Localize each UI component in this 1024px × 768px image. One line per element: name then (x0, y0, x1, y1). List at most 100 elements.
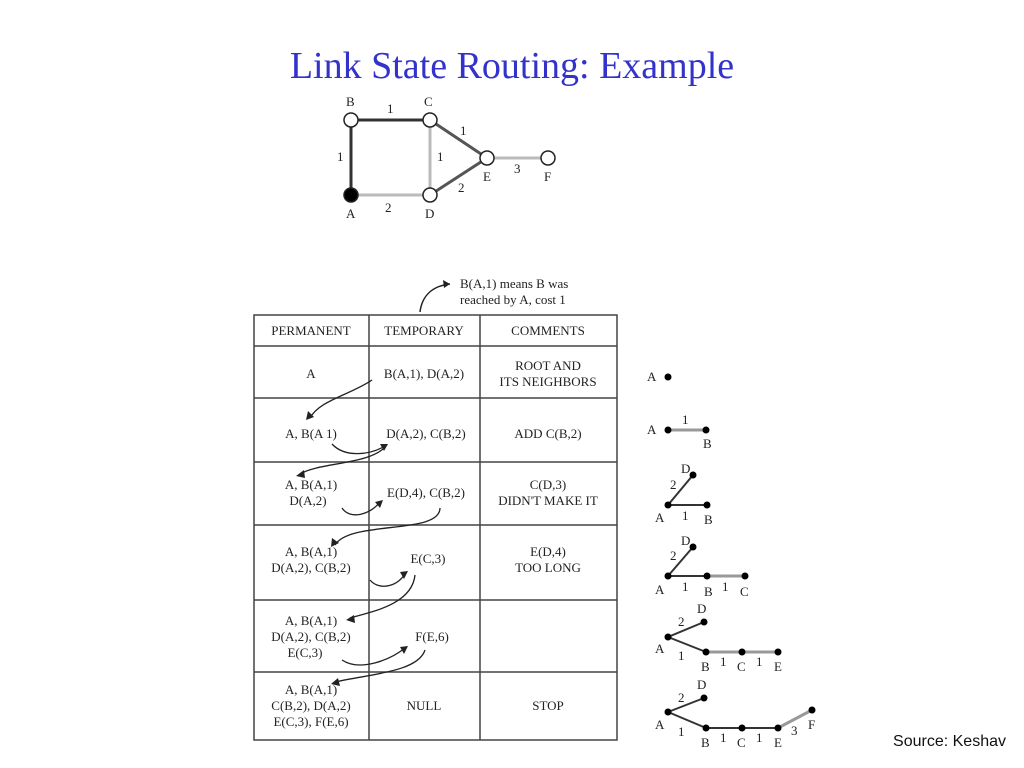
arrow-row5-return (341, 647, 406, 666)
row5-temporary: F(E,6) (415, 629, 449, 644)
edge-cost-a-b: 1 (337, 149, 344, 164)
arrow-c-to-permanent (334, 507, 441, 546)
tree5-cost-2: 2 (678, 614, 685, 629)
row2-permanent: A, B(A 1) (285, 426, 337, 441)
network-labels: B C A D E F 1 1 1 1 2 2 3 (337, 94, 551, 221)
annotation: B(A,1) means B was reached by A, cost 1 (419, 276, 568, 313)
annotation-line-1: B(A,1) means B was (460, 276, 568, 291)
row5-permanent-1: A, B(A,1) (285, 613, 337, 628)
tree4-label-c: C (740, 584, 749, 599)
row6-permanent-1: A, B(A,1) (285, 682, 337, 697)
tree6-label-d: D (697, 677, 706, 692)
node-f (540, 150, 556, 166)
arrow-row3-return (341, 501, 381, 516)
edge-cost-b-c: 1 (387, 101, 394, 116)
source-credit: Source: Keshav (893, 733, 1006, 750)
node-label-d: D (425, 206, 434, 221)
edge-cost-c-e: 1 (460, 123, 467, 138)
row3-temporary: E(D,4), C(B,2) (387, 485, 465, 500)
tree3-cost-2: 2 (670, 477, 677, 492)
row1-temporary: B(A,1), D(A,2) (384, 366, 464, 381)
row1-permanent: A (306, 366, 316, 381)
row3-permanent-1: A, B(A,1) (285, 477, 337, 492)
tree5-label-a: A (655, 641, 665, 656)
tree2-label-b: B (703, 436, 712, 451)
tree4-cost-1: 1 (682, 579, 689, 594)
node-label-e: E (483, 169, 491, 184)
tree2-cost-1: 1 (682, 412, 689, 427)
tree3-cost-1: 1 (682, 508, 689, 523)
tree6-cost-3: 3 (791, 723, 798, 738)
tree3-label-a: A (655, 510, 665, 525)
tree4-label-d: D (681, 533, 690, 548)
tree2-label-a: A (647, 422, 657, 437)
tree4-cost-1b: 1 (722, 579, 729, 594)
arrow-row4-return (369, 572, 406, 587)
node-label-b: B (346, 94, 355, 109)
tree5-cost-1c: 1 (756, 654, 763, 669)
annotation-line-2: reached by A, cost 1 (460, 292, 566, 307)
row1-comment-2: ITS NEIGHBORS (499, 374, 596, 389)
arrow-e-to-permanent (349, 574, 416, 619)
header-permanent: PERMANENT (271, 323, 351, 338)
tree-step-5: D 2 A 1 B 1 C 1 E (655, 601, 782, 674)
table-border (253, 314, 618, 741)
transfer-arrows (299, 379, 441, 683)
tree6-label-c: C (737, 735, 746, 750)
tree6-cost-2: 2 (678, 690, 685, 705)
slide-title: Link State Routing: Example (289, 45, 735, 87)
row6-temporary: NULL (407, 698, 442, 713)
tree6-label-a: A (655, 717, 665, 732)
tree4-label-b: B (704, 584, 713, 599)
tree-step-4: D 2 A 1 B 1 C (655, 533, 749, 599)
annotation-arrow (419, 283, 451, 313)
row6-permanent-2: C(B,2), D(A,2) (271, 698, 350, 713)
node-label-f: F (544, 169, 551, 184)
tree6-label-b: B (701, 735, 710, 750)
tree-step-6: D 2 A 1 B 1 C 1 E 3 F (655, 677, 816, 750)
edge-c-e (429, 118, 488, 160)
node-label-c: C (424, 94, 433, 109)
node-d (422, 187, 438, 203)
tree5-label-b: B (701, 659, 710, 674)
arrow-row2-return (331, 443, 386, 455)
tree4-label-a: A (655, 582, 665, 597)
node-c (422, 112, 438, 128)
network-nodes (343, 112, 556, 203)
edge-d-e (429, 156, 488, 197)
tree6-cost-1b: 1 (720, 730, 727, 745)
row6-comment-1: STOP (532, 698, 564, 713)
edge-cost-c-d: 1 (437, 149, 444, 164)
arrow-f-to-permanent (334, 649, 426, 683)
row1-comment-1: ROOT AND (515, 358, 581, 373)
tree6-label-f: F (808, 717, 815, 732)
row2-comment-1: ADD C(B,2) (514, 426, 581, 441)
tree6-cost-1: 1 (678, 724, 685, 739)
tree-step-2: A 1 B (647, 412, 712, 451)
tree1-label-a: A (647, 369, 657, 384)
row4-permanent-1: A, B(A,1) (285, 544, 337, 559)
tree5-label-c: C (737, 659, 746, 674)
dijkstra-table (253, 314, 618, 741)
tree5-label-e: E (774, 659, 782, 674)
tree4-cost-2: 2 (670, 548, 677, 563)
row2-temporary: D(A,2), C(B,2) (386, 426, 465, 441)
edge-cost-d-e: 2 (458, 180, 465, 195)
row4-temporary: E(C,3) (410, 551, 445, 566)
node-b (343, 112, 359, 128)
tree5-cost-1: 1 (678, 648, 685, 663)
node-a (343, 187, 359, 203)
annotation-arrowhead (443, 280, 450, 288)
row5-permanent-3: E(C,3) (287, 645, 322, 660)
row4-comment-2: TOO LONG (515, 560, 581, 575)
row3-comment-2: DIDN'T MAKE IT (498, 493, 598, 508)
row4-permanent-2: D(A,2), C(B,2) (271, 560, 350, 575)
header-comments: COMMENTS (511, 323, 585, 338)
table-body: A B(A,1), D(A,2) ROOT AND ITS NEIGHBORS … (271, 358, 598, 729)
tree5-label-d: D (697, 601, 706, 616)
tree1-node-a (664, 373, 672, 381)
edge-cost-e-f: 3 (514, 161, 521, 176)
row3-permanent-2: D(A,2) (289, 493, 326, 508)
tree3-label-b: B (704, 512, 713, 527)
